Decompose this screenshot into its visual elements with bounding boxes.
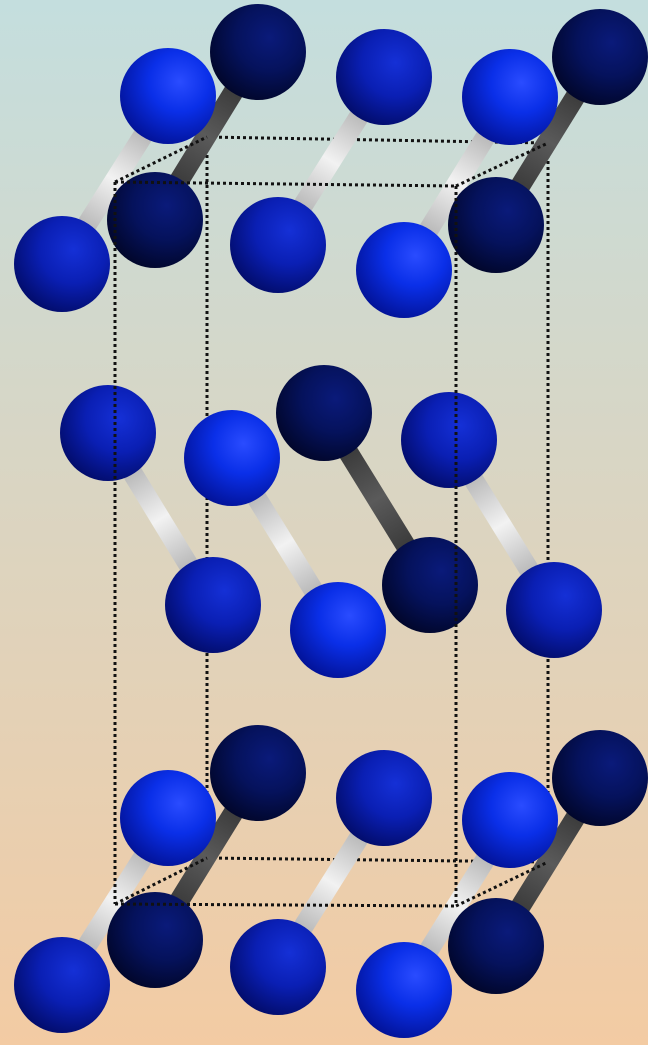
atom [462, 49, 558, 145]
atom [276, 365, 372, 461]
atom [230, 197, 326, 293]
atom [356, 942, 452, 1038]
atom [60, 385, 156, 481]
atom [506, 562, 602, 658]
atoms [14, 4, 648, 1038]
atom [290, 582, 386, 678]
atom [184, 410, 280, 506]
atom [210, 4, 306, 100]
atom [462, 772, 558, 868]
atom [401, 392, 497, 488]
atom [382, 537, 478, 633]
atom [107, 892, 203, 988]
atom [165, 557, 261, 653]
atom [120, 48, 216, 144]
atom [14, 216, 110, 312]
unit-cell-front-edges [113, 135, 549, 908]
atom [210, 725, 306, 821]
atom [230, 919, 326, 1015]
atom [120, 770, 216, 866]
atom [448, 898, 544, 994]
atom [448, 177, 544, 273]
atom [336, 750, 432, 846]
atom [14, 937, 110, 1033]
atom [552, 730, 648, 826]
atom [552, 9, 648, 105]
atom [356, 222, 452, 318]
atom [107, 172, 203, 268]
atom [336, 29, 432, 125]
